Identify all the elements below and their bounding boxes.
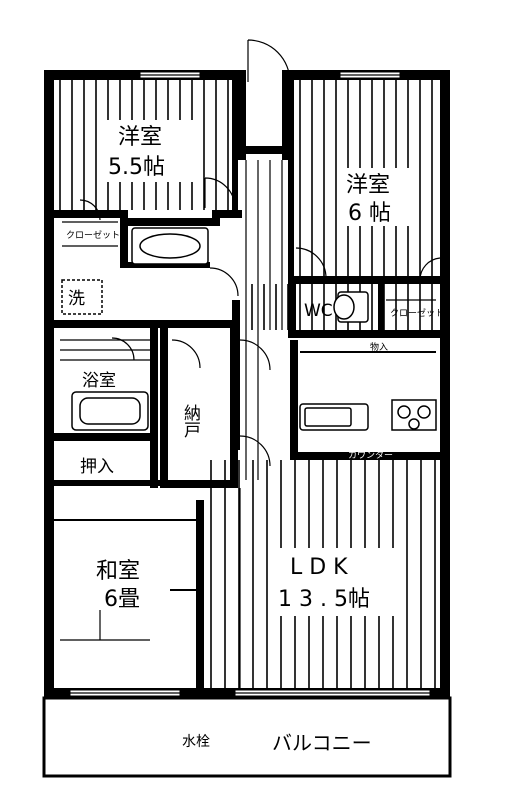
storage-room-label: 納戸 [180, 404, 201, 438]
room-size-ldk: 1 3 . 5帖 [278, 587, 370, 612]
closet-label-2: クローゼット [390, 307, 444, 319]
balcony-label: バルコニー [272, 731, 372, 755]
room-size-western-2: 6 帖 [348, 201, 391, 226]
toilet-label: WC [304, 301, 333, 321]
bathroom-label: 浴室 [82, 371, 116, 391]
washroom-label: 洗 [68, 289, 85, 309]
balcony [42, 696, 452, 778]
labels: 洋室 5.5帖 洋室 6 帖 クローゼット クローゼット 洗 浴室 WC 納戸 … [66, 125, 444, 755]
corridor [239, 160, 283, 688]
room-label-western-2: 洋室 [346, 173, 390, 198]
fixtures [54, 221, 437, 641]
storage-shelf-label: 物入 [370, 341, 388, 353]
doors [79, 39, 441, 467]
counter-label: カウンター [348, 450, 393, 461]
room-label-western-1: 洋室 [118, 125, 162, 150]
room-label-japanese: 和室 [96, 559, 140, 584]
windows [69, 71, 431, 697]
walls [44, 70, 450, 714]
room-label-ldk: L D K [290, 555, 348, 580]
linen-closet-label: 押入 [80, 457, 114, 477]
room-size-western-1: 5.5帖 [108, 155, 165, 180]
faucet-label: 水栓 [182, 734, 210, 750]
room-size-japanese: 6畳 [104, 587, 140, 612]
closet-label-1: クローゼット [66, 229, 120, 241]
